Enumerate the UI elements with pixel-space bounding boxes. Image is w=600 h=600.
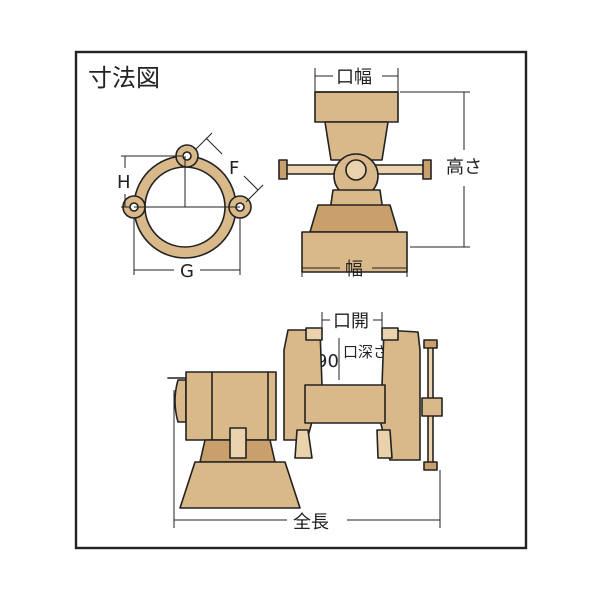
slide-body — [304, 384, 386, 424]
vise-base — [309, 204, 399, 233]
dim-width-label: 幅 — [345, 259, 363, 280]
diagram-frame — [74, 50, 528, 550]
dim-g-label: G — [180, 261, 194, 282]
spindle-nut — [421, 397, 443, 417]
dim-jaw-depth-label: 口深さ — [343, 343, 388, 361]
jaw-block — [314, 91, 399, 123]
front-view: 口幅 高さ 幅 — [278, 67, 482, 280]
dim-f-label: F — [229, 158, 239, 179]
dim-h-label: H — [117, 172, 131, 193]
diagram-title: 寸法図 — [88, 64, 160, 92]
side-view: 口開 90 口深さ 全長 — [167, 311, 443, 533]
base-flange-view: H F G — [117, 132, 264, 282]
dim-jaw-opening-label: 口開 — [333, 311, 369, 332]
turntable-block — [229, 427, 247, 459]
dim-overall-length-label: 全長 — [293, 512, 329, 533]
mount-hole-top — [182, 151, 192, 161]
dim-jaw-width-label: 口幅 — [336, 67, 372, 88]
vise-neck — [324, 121, 389, 161]
dim-height-label: 高さ — [446, 157, 482, 178]
swivel-knob — [174, 379, 187, 423]
swivel-base — [179, 461, 301, 509]
vise-base-plate — [301, 231, 408, 273]
